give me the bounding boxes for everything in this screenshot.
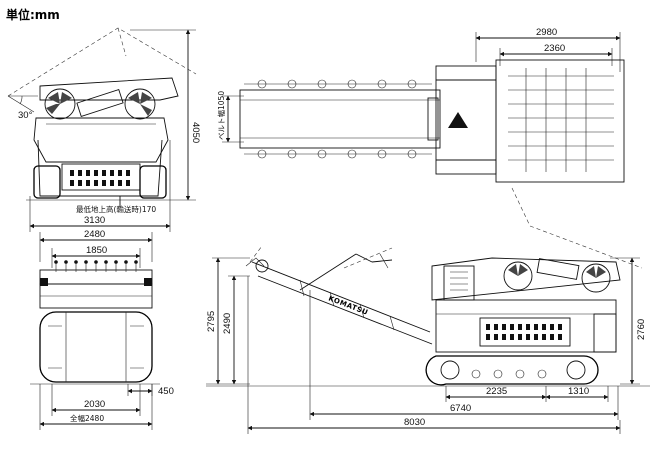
front-width-label: 3130 — [84, 215, 105, 226]
top-hopper-grid — [508, 68, 614, 172]
front-screen-units — [44, 88, 156, 120]
front-height-label: 4050 — [190, 122, 201, 143]
side-grille-slots — [486, 324, 562, 340]
side-height-a-label: 2795 — [206, 311, 217, 332]
side-view: 2795 2490 KOMATSU — [206, 245, 650, 434]
rear-track-shoe-label: 450 — [158, 386, 174, 397]
side-height-right-label: 2760 — [636, 319, 647, 340]
side-crawler-track — [425, 355, 599, 386]
top-overall-width-label: 2980 — [536, 27, 557, 38]
rear-deck-pins — [54, 260, 138, 272]
rear-overall-width-label: 2480 — [84, 229, 105, 240]
rear-full-width-label: 全幅2480 — [70, 413, 104, 423]
front-angle-label: 30° — [18, 110, 33, 121]
ground-clearance-label: 最低地上高(輸送時)170 — [76, 204, 156, 214]
side-height-b-label: 2490 — [222, 313, 233, 334]
rear-track-gauge-label: 2030 — [84, 399, 105, 410]
top-conveyor-rollers — [257, 79, 417, 159]
side-len-6740-label: 6740 — [450, 403, 471, 414]
belt-width-label: ベルト幅1050 — [216, 91, 226, 140]
side-screen-unit — [431, 257, 621, 301]
front-view: 30° — [7, 27, 201, 232]
side-len-1310-label: 1310 — [568, 386, 589, 397]
side-conveyor: KOMATSU — [245, 253, 433, 345]
side-len-8030-label: 8030 — [404, 417, 425, 428]
top-hopper-width-label: 2360 — [544, 43, 565, 54]
top-view: 2980 2360 ベルト幅1050 — [216, 27, 643, 269]
rear-inner-width-label: 1850 — [86, 245, 107, 256]
side-len-2235-label: 2235 — [486, 386, 507, 397]
rear-view: 2480 1850 450 2030 — [30, 229, 174, 430]
front-grille-slots — [70, 170, 130, 186]
unit-label: 単位:mm — [6, 7, 60, 22]
